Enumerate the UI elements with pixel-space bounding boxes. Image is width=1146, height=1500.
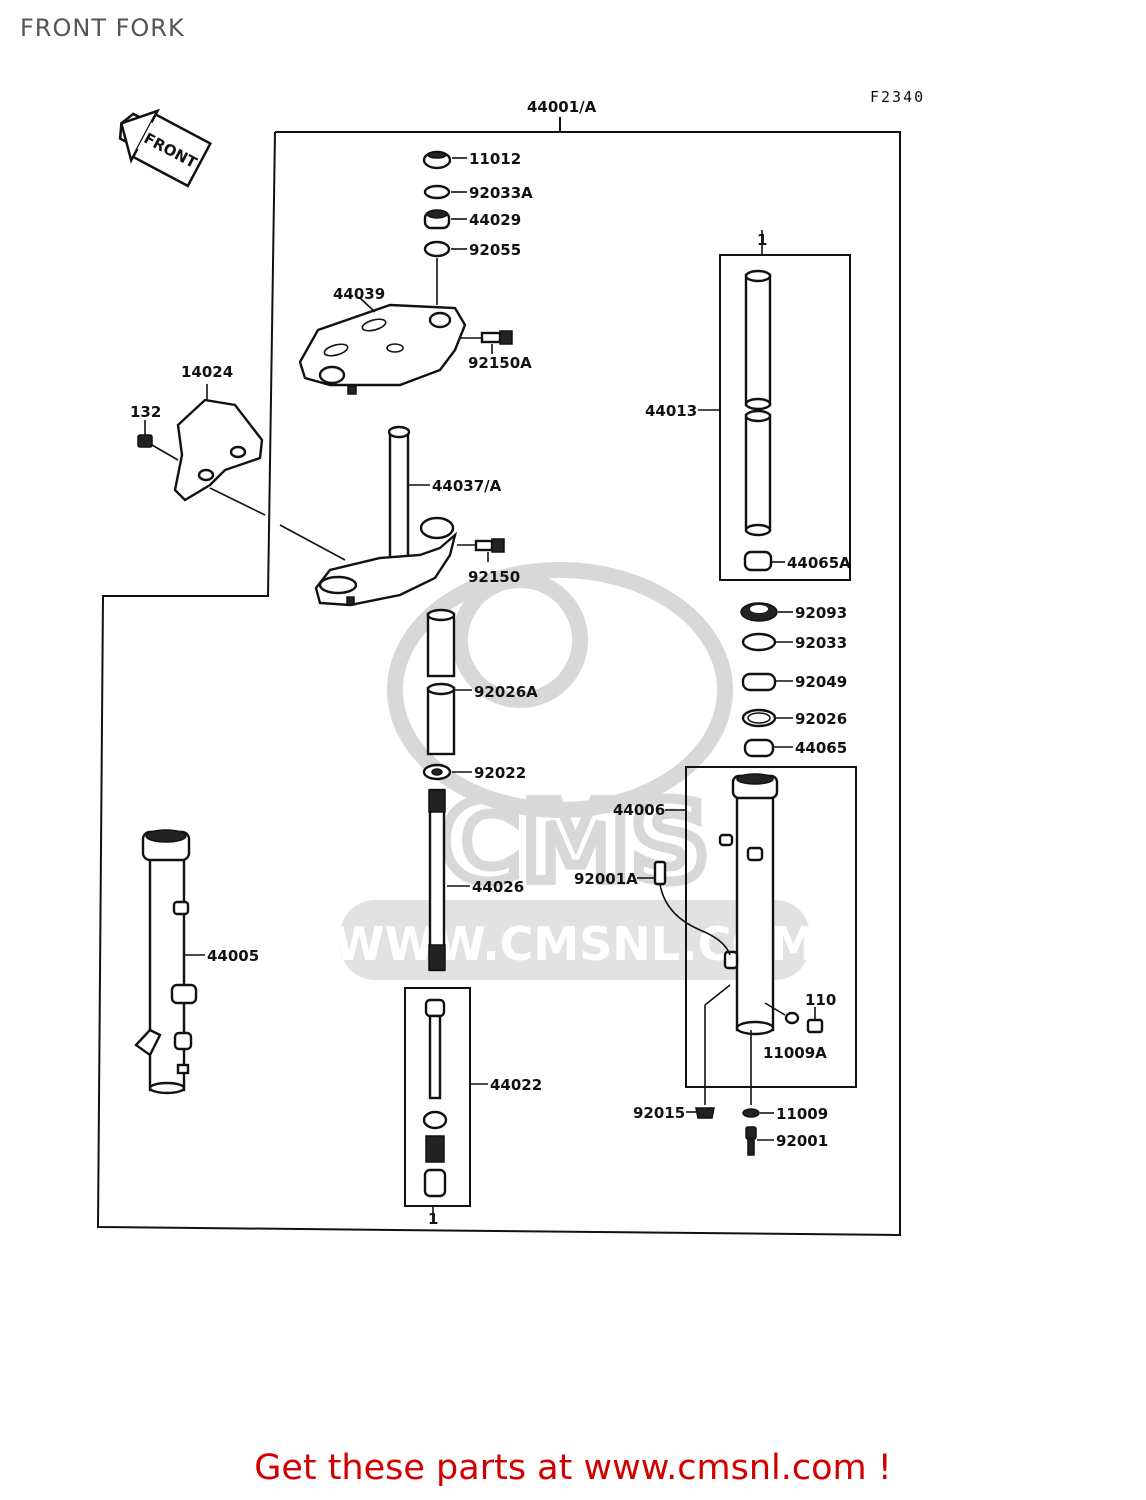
label-92150a: 92150A <box>468 354 532 372</box>
label-44065a: 44065A <box>787 554 851 572</box>
label-92001a: 92001A <box>574 870 638 888</box>
front-arrow: FRONT <box>118 108 213 188</box>
label-92015: 92015 <box>633 1104 685 1122</box>
part-92001: 92001 <box>745 1126 828 1156</box>
label-92150: 92150 <box>468 568 520 586</box>
label-92026: 92026 <box>795 710 847 728</box>
label-110: 110 <box>805 991 836 1009</box>
part-11009: 11009 <box>742 1030 828 1123</box>
part-92150a: 92150A <box>460 330 532 372</box>
part-44013: 44013 <box>645 269 772 537</box>
footer-link[interactable]: Get these parts at www.cmsnl.com ! <box>254 1448 892 1488</box>
part-44026: 44026 <box>428 788 524 972</box>
label-11009a: 11009A <box>763 1044 827 1062</box>
label-11012: 11012 <box>469 150 521 168</box>
label-44013: 44013 <box>645 402 697 420</box>
footer-promo[interactable]: Get these parts at www.cmsnl.com ! <box>0 1448 1146 1488</box>
label-44006: 44006 <box>613 801 665 819</box>
part-92093: 92093 <box>740 602 847 622</box>
part-132: 132 <box>130 403 179 461</box>
part-14024: 14024 <box>173 363 264 502</box>
part-11012: 11012 <box>422 150 521 170</box>
label-92033a: 92033A <box>469 184 533 202</box>
watermark-brand: CMS <box>440 778 709 906</box>
part-92026: 92026 <box>741 708 847 728</box>
label-92055: 92055 <box>469 241 521 259</box>
label-92001: 92001 <box>776 1132 828 1150</box>
part-92026a: 92026A <box>426 608 538 756</box>
part-92033: 92033 <box>741 632 847 652</box>
label-44022: 44022 <box>490 1076 542 1094</box>
label-1-top: 1 <box>757 231 767 249</box>
part-92150: 92150 <box>457 538 520 586</box>
label-44065: 44065 <box>795 739 847 757</box>
part-92055: 92055 <box>423 240 521 259</box>
part-44037a: 44037/A <box>314 425 502 607</box>
label-92026a: 92026A <box>474 683 538 701</box>
label-92093: 92093 <box>795 604 847 622</box>
label-44039: 44039 <box>333 285 385 303</box>
part-92001a: 92001A <box>574 860 731 956</box>
subassembly-box-44022 <box>404 987 471 1207</box>
part-92049: 92049 <box>741 672 847 692</box>
subassembly-box-44013 <box>719 254 851 581</box>
label-44029: 44029 <box>469 211 521 229</box>
part-92015: 92015 <box>633 984 731 1122</box>
figure-code: F2340 <box>870 88 925 106</box>
part-44039: 44039 <box>298 285 467 395</box>
label-14024: 14024 <box>181 363 233 381</box>
label-92049: 92049 <box>795 673 847 691</box>
part-44022: 44022 <box>422 998 542 1198</box>
label-1-bottom: 1 <box>428 1210 438 1228</box>
label-92022: 92022 <box>474 764 526 782</box>
label-11009: 11009 <box>776 1105 828 1123</box>
label-44001a: 44001/A <box>527 98 597 116</box>
label-92033: 92033 <box>795 634 847 652</box>
part-92022: 92022 <box>422 763 526 782</box>
page-title: FRONT FORK <box>20 14 185 42</box>
subassembly-box-44006 <box>685 766 857 1088</box>
part-44029: 44029 <box>423 209 521 230</box>
part-44065: 44065 <box>743 738 847 758</box>
part-44006: 44006 <box>613 773 779 1036</box>
label-132: 132 <box>130 403 161 421</box>
part-110: 110 <box>764 991 836 1034</box>
part-44065a: 44065A <box>743 550 851 572</box>
label-44005: 44005 <box>207 947 259 965</box>
part-44005: 44005 <box>134 829 259 1095</box>
label-44037a: 44037/A <box>432 477 502 495</box>
assembly-outline <box>96 131 901 1237</box>
part-92033a: 92033A <box>423 184 533 202</box>
label-44026: 44026 <box>472 878 524 896</box>
